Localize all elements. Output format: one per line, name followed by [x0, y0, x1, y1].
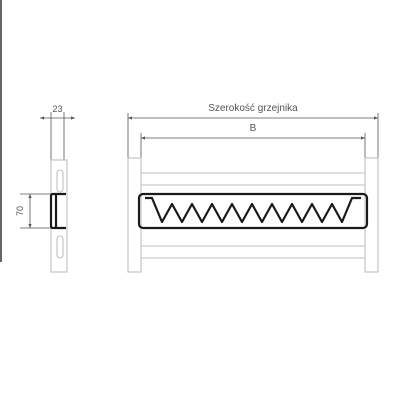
side-slot-upper — [56, 169, 64, 193]
front-view: Szerokość grzejnika B — [127, 103, 379, 273]
shelf-zigzag — [145, 196, 361, 224]
bracket-profile — [49, 192, 66, 230]
side-slot-lower — [56, 235, 64, 259]
b-label: B — [250, 123, 257, 134]
shelf-bracket-outline — [137, 192, 369, 230]
radiator-width-label: Szerokość grzejnika — [208, 103, 298, 114]
height-label: 70 — [15, 206, 25, 216]
side-view: 23 70 — [15, 104, 75, 273]
right-vertical-tube — [364, 157, 379, 273]
depth-label: 23 — [52, 104, 62, 114]
left-vertical-tube — [127, 157, 142, 273]
side-rail — [50, 159, 68, 273]
